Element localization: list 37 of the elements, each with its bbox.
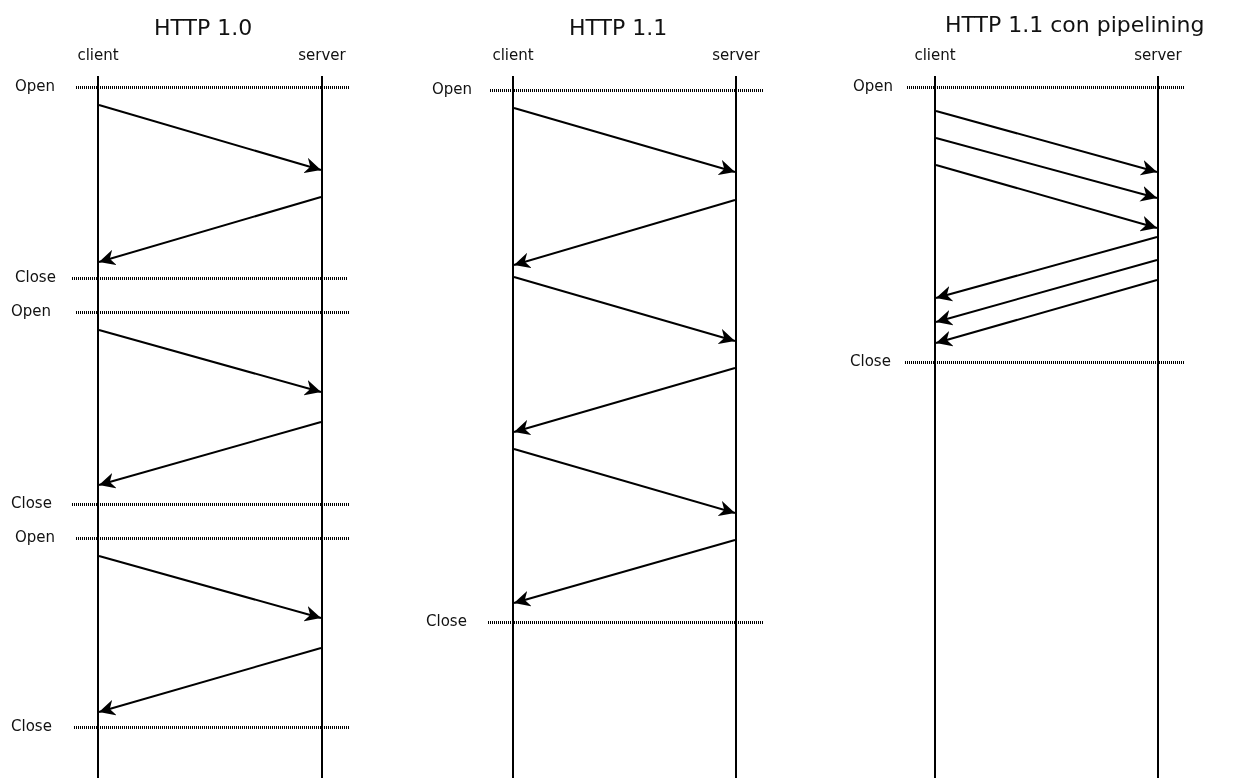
message-arrow — [935, 164, 1158, 232]
message-arrow — [513, 276, 736, 345]
connection-marker-label: Open — [432, 80, 473, 98]
message-arrow — [98, 104, 322, 174]
lifeline-label: server — [711, 46, 761, 64]
message-arrow — [935, 110, 1158, 176]
message-arrow — [513, 448, 736, 517]
lifeline-label: client — [491, 46, 535, 64]
message-arrow — [98, 329, 322, 396]
message-arrow — [98, 647, 322, 716]
message-arrow — [935, 259, 1158, 326]
panel-title: HTTP 1.1 con pipelining — [945, 12, 1205, 37]
lifeline-label: server — [297, 46, 347, 64]
connection-marker-label: Close — [11, 494, 52, 512]
message-arrow — [98, 555, 322, 622]
lifeline-label: server — [1133, 46, 1183, 64]
message-arrow — [513, 539, 736, 607]
message-arrow — [935, 137, 1158, 202]
message-arrow — [98, 196, 322, 266]
lifeline-label: client — [913, 46, 957, 64]
connection-marker-label: Close — [850, 352, 891, 370]
connection-marker-label: Close — [11, 717, 52, 735]
message-arrow — [935, 236, 1158, 302]
connection-marker-label: Open — [15, 77, 56, 95]
connection-marker-label: Open — [11, 302, 52, 320]
panel-title: HTTP 1.0 — [154, 15, 253, 40]
message-arrow — [935, 279, 1158, 347]
message-arrow — [98, 421, 322, 489]
message-arrow — [513, 107, 736, 176]
lifeline-label: client — [76, 46, 120, 64]
message-arrow — [513, 367, 736, 436]
connection-marker-label: Open — [15, 528, 56, 546]
panel-title: HTTP 1.1 — [569, 15, 668, 40]
connection-marker-label: Close — [426, 612, 467, 630]
connection-marker-label: Open — [853, 77, 894, 95]
connection-marker-label: Close — [15, 268, 56, 286]
message-arrow — [513, 199, 736, 269]
